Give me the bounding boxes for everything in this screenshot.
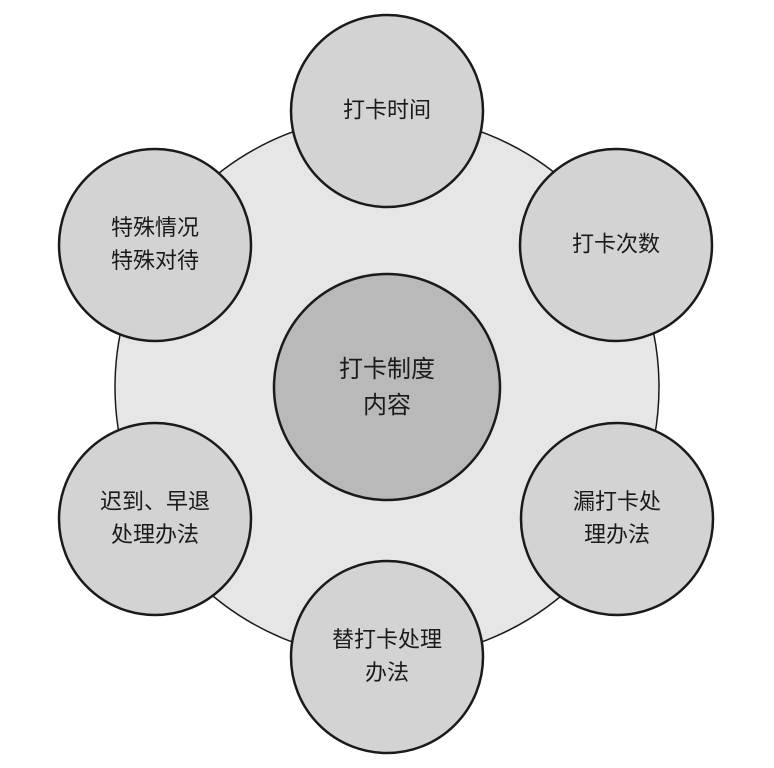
node-circle xyxy=(519,421,715,617)
node-label-line: 特殊对待 xyxy=(111,249,199,274)
center-label: 打卡制度内容 xyxy=(339,355,435,419)
center-label-line: 打卡制度 xyxy=(339,355,435,383)
node-label-line: 替打卡处理 xyxy=(332,628,442,653)
node-label-line: 办法 xyxy=(365,661,409,686)
node-punch-count: 打卡次数 xyxy=(518,147,714,343)
node-label-line: 迟到、早退 xyxy=(100,490,210,515)
node-circle xyxy=(289,559,485,755)
center-node: 打卡制度内容 xyxy=(272,272,502,502)
node-circle xyxy=(518,147,714,343)
node-label-line: 处理办法 xyxy=(111,523,199,548)
node-circle xyxy=(57,147,253,343)
node-label-line: 打卡次数 xyxy=(572,233,660,258)
node-circle xyxy=(289,13,485,209)
node-circle xyxy=(57,421,253,617)
node-label-line: 特殊情况 xyxy=(111,216,199,241)
node-label-line: 打卡时间 xyxy=(343,99,431,124)
node-punch-time: 打卡时间 xyxy=(289,13,485,209)
node-label-line: 漏打卡处 xyxy=(573,490,661,515)
node-label-line: 理办法 xyxy=(584,523,650,548)
center-circle xyxy=(272,272,502,502)
center-label-line: 内容 xyxy=(363,391,411,419)
